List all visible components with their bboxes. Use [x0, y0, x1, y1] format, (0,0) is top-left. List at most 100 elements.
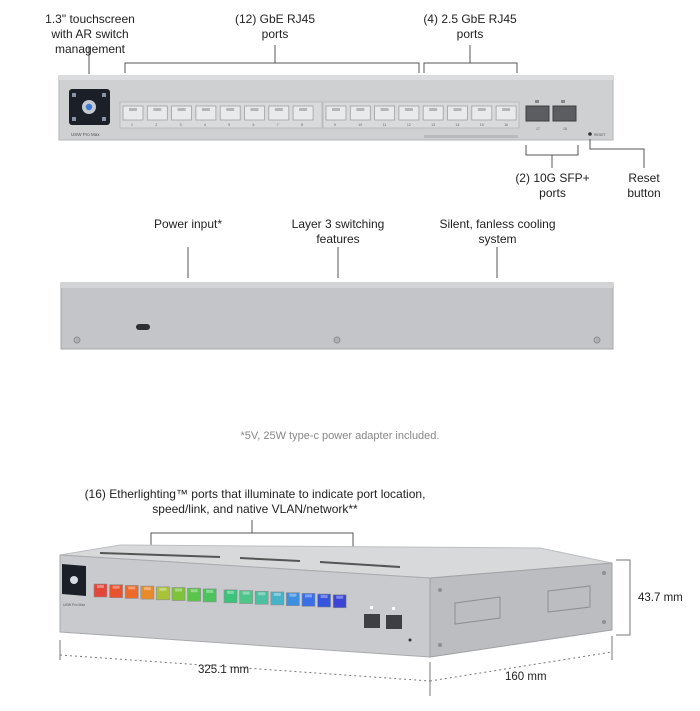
rj45-port[interactable]	[325, 105, 347, 121]
port-number: 7	[277, 123, 279, 127]
side-screw-1	[438, 588, 442, 592]
sfp-callout-line2: ports	[539, 186, 566, 200]
etherlighting-port[interactable]	[171, 587, 186, 601]
touchscreen-icon-tl	[72, 93, 76, 97]
perspective-sfp-1[interactable]	[364, 614, 380, 628]
layer3-callout-line2: features	[316, 232, 360, 246]
rj45-port[interactable]	[146, 105, 168, 121]
etherlighting-port-clip	[336, 595, 344, 599]
rj45-port[interactable]	[122, 105, 144, 121]
side-bracket-slot-2	[547, 585, 591, 613]
sfp-bracket	[525, 145, 579, 156]
perspective-model-label: USW Pro Max	[63, 603, 85, 607]
etherlighting-port-clip	[190, 589, 198, 593]
perspective-view: USW Pro Max	[59, 520, 613, 658]
port-number: 13	[431, 123, 435, 127]
etherlighting-port[interactable]	[223, 589, 238, 604]
rj45-port-clip	[299, 108, 308, 111]
etherlighting-port[interactable]	[332, 594, 347, 609]
etherlighting-port[interactable]	[301, 593, 316, 607]
etherlighting-port[interactable]	[286, 592, 300, 606]
rj45-port-clip	[356, 108, 365, 111]
reset-button[interactable]	[588, 132, 592, 136]
rj45-port[interactable]	[422, 105, 444, 121]
etherlighting-port[interactable]	[109, 584, 123, 599]
cooling-callout-line2: system	[478, 232, 517, 246]
etherlighting-port[interactable]	[254, 590, 269, 605]
side-screw-4	[602, 620, 606, 624]
rear-screw-right	[593, 336, 601, 344]
rj45-port[interactable]	[195, 105, 217, 121]
etherlighting-port-clip	[159, 587, 167, 591]
port-number: 9	[334, 123, 336, 127]
etherlighting-port-clip	[227, 590, 234, 594]
cooling-callout-line1: Silent, fanless cooling	[439, 217, 556, 231]
depth-dimension-line	[429, 651, 613, 682]
port-number: 4	[204, 123, 206, 127]
etherlighting-port-clip	[128, 586, 136, 590]
etherlighting-port-clip	[97, 585, 104, 588]
etherlighting-port[interactable]	[317, 593, 331, 608]
rj45-port-clip	[177, 108, 186, 111]
usb-c-power-port[interactable]	[136, 324, 150, 330]
etherlighting-port[interactable]	[93, 583, 108, 598]
rj45-port[interactable]	[374, 105, 396, 121]
power-footnote: *5V, 25W type-c power adapter included.	[240, 430, 440, 442]
etherlighting-port[interactable]	[202, 588, 217, 603]
port-number: 8	[301, 123, 303, 127]
etherlighting-port[interactable]	[239, 590, 253, 604]
sfp-port-2[interactable]	[552, 105, 577, 122]
rj45-port[interactable]	[398, 105, 420, 121]
etherlighting-port-clip	[242, 591, 250, 595]
rj45-port-clip	[332, 108, 340, 111]
sfp-port-1[interactable]	[525, 105, 550, 122]
port-number: 14	[456, 123, 460, 127]
etherlighting-port[interactable]	[124, 585, 139, 599]
etherlighting-port[interactable]	[156, 586, 170, 601]
perspective-sfp-led-1	[370, 606, 373, 609]
rj45-port[interactable]	[171, 105, 193, 121]
etherlighting-port[interactable]	[270, 591, 285, 606]
perspective-screen-icon	[70, 576, 78, 584]
rj45-port-clip	[477, 108, 486, 111]
gbe-callout-line2: ports	[261, 27, 289, 41]
rj45-port[interactable]	[349, 105, 371, 121]
rj45-port[interactable]	[471, 105, 493, 121]
rj45-port-clip	[380, 108, 389, 111]
rj45-port[interactable]	[268, 105, 290, 121]
reset-callout-line2: button	[627, 186, 661, 200]
etherlighting-port-clip	[273, 592, 281, 596]
rj45-port-clip	[153, 108, 162, 111]
side-screw-2	[438, 643, 442, 647]
rj45-port-clip	[129, 108, 137, 111]
etherlighting-port[interactable]	[187, 587, 201, 602]
rj45-port[interactable]	[292, 105, 314, 121]
top-vent-1	[99, 552, 221, 558]
touchscreen-icon-bl	[72, 117, 76, 121]
etherlighting-port-clip	[143, 587, 151, 591]
rj45-port[interactable]	[244, 105, 265, 121]
sfp-number: 18	[563, 127, 567, 131]
touchscreen-callout: 1.3" touchscreen with AR switch manageme…	[15, 12, 165, 57]
sfp-led-1	[535, 100, 539, 103]
layer3-callout: Layer 3 switching features	[275, 217, 401, 247]
etherlighting-port-clip	[112, 585, 120, 589]
perspective-reset-button[interactable]	[408, 638, 412, 642]
rj45-port[interactable]	[447, 105, 468, 121]
rj45-port[interactable]	[219, 105, 241, 121]
gbe-bracket	[124, 62, 420, 73]
touchscreen-callout-line1: 1.3" touchscreen	[45, 12, 135, 26]
etherlighting-port-clip	[175, 588, 182, 592]
perspective-side-face	[429, 562, 613, 658]
port-number: 12	[407, 123, 411, 127]
port-number: 16	[504, 123, 508, 127]
touchscreen-callout-line2: with AR switch management	[51, 27, 129, 56]
etherlighting-port[interactable]	[140, 585, 155, 600]
perspective-sfp-2[interactable]	[386, 615, 402, 629]
rj45-port-clip	[453, 108, 462, 111]
rear-view	[60, 247, 614, 350]
dimension-lines	[59, 559, 631, 696]
port-number: 3	[180, 123, 182, 127]
rj45-port[interactable]	[495, 105, 517, 121]
